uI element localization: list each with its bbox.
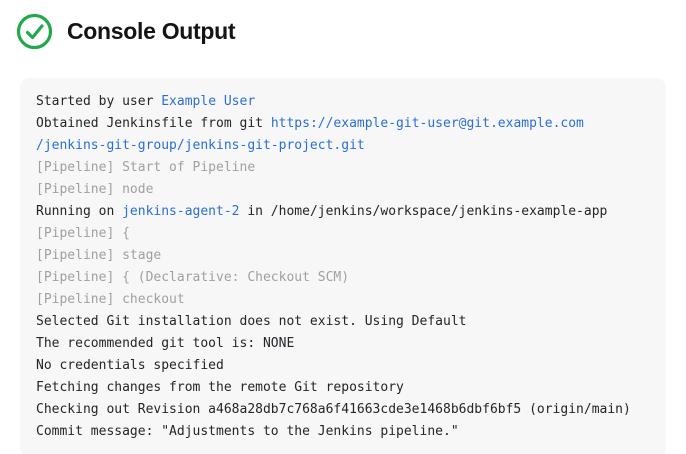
console-line: Commit message: "Adjustments to the Jenk… [36, 421, 650, 443]
console-link[interactable]: jenkins-agent-2 [122, 204, 240, 219]
console-text: [Pipeline] Start of Pipeline [36, 160, 256, 175]
console-text: [Pipeline] checkout [36, 292, 185, 307]
console-text: The recommended git tool is: NONE [36, 336, 295, 351]
success-check-icon [16, 13, 53, 50]
console-line: [Pipeline] Start of Pipeline [36, 157, 650, 179]
console-text: Selected Git installation does not exist… [36, 314, 467, 329]
console-text: Checking out Revision a468a28db7c768a6f4… [36, 402, 631, 417]
console-line: Selected Git installation does not exist… [36, 311, 650, 333]
console-line: [Pipeline] node [36, 179, 650, 201]
console-link[interactable]: Example User [161, 94, 256, 109]
console-line: Started by user Example User [36, 91, 650, 113]
console-text: Commit message: "Adjustments to the Jenk… [36, 424, 459, 439]
console-text: Obtained Jenkinsfile from git [36, 116, 271, 131]
console-line: [Pipeline] checkout [36, 289, 650, 311]
page-title: Console Output [67, 17, 236, 44]
console-line: Obtained Jenkinsfile from git https://ex… [36, 113, 650, 135]
console-line: [Pipeline] stage [36, 245, 650, 267]
console-text: [Pipeline] stage [36, 248, 162, 263]
console-text: Started by user [36, 94, 162, 109]
console-text: [Pipeline] node [36, 182, 154, 197]
console-text: Running on [36, 204, 123, 219]
console-line: [Pipeline] { (Declarative: Checkout SCM) [36, 267, 650, 289]
console-line: The recommended git tool is: NONE [36, 333, 650, 355]
console-text: in /home/jenkins/workspace/jenkins-examp… [239, 204, 608, 219]
console-line: [Pipeline] { [36, 223, 650, 245]
console-line: Fetching changes from the remote Git rep… [36, 377, 650, 399]
console-line: No credentials specified [36, 355, 650, 377]
console-text: [Pipeline] { [36, 226, 130, 241]
console-line: Running on jenkins-agent-2 in /home/jenk… [36, 201, 650, 223]
page-header: Console Output [0, 0, 686, 50]
console-text: [Pipeline] { (Declarative: Checkout SCM) [36, 270, 350, 285]
console-text: No credentials specified [36, 358, 224, 373]
console-line: /jenkins-git-group/jenkins-git-project.g… [36, 135, 650, 157]
console-line: Checking out Revision a468a28db7c768a6f4… [36, 399, 650, 421]
console-text: Fetching changes from the remote Git rep… [36, 380, 404, 395]
console-link[interactable]: https://example-git-user@git.example.com [270, 116, 584, 131]
console-link[interactable]: /jenkins-git-group/jenkins-git-project.g… [36, 138, 365, 153]
